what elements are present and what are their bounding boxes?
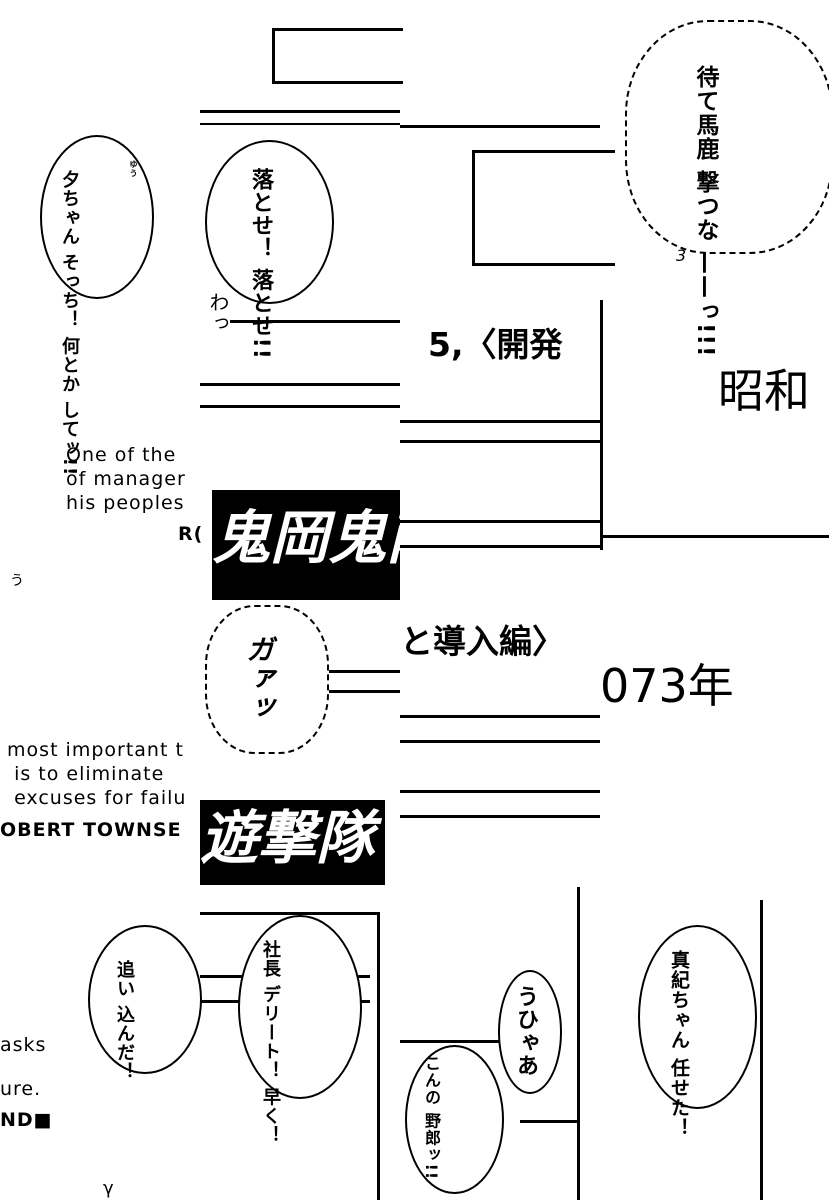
quote-line: ure. (0, 1078, 42, 1100)
panel-line (200, 383, 400, 386)
quote-end: ND■ (0, 1109, 53, 1131)
chapter-title-part-a: 5,〈開発 (428, 325, 563, 364)
panel-line (400, 520, 600, 523)
panel-line (300, 670, 400, 673)
era-label-part-b: 073年 (600, 659, 734, 713)
panel-line (600, 535, 829, 538)
speech-bubble (638, 925, 757, 1109)
panel-line (200, 110, 400, 113)
panel-line (230, 320, 400, 323)
panel-line (200, 405, 400, 408)
quote-author: R( (178, 523, 204, 545)
speech-text-yuu-chan: 夕ちゃん そっち！ 何とか してッ!! (59, 170, 80, 477)
panel-line (400, 815, 600, 818)
speech-text-maki: 真紀ちゃん 任せた！ (668, 950, 690, 1138)
panel-line (400, 740, 600, 743)
panel-line (400, 440, 600, 443)
quote-line: is to eliminate (0, 763, 165, 785)
panel-line (400, 545, 600, 548)
panel-line (377, 912, 380, 1200)
panel-line (200, 123, 400, 125)
panel-line (520, 1120, 580, 1123)
quote-line: of manager (66, 468, 186, 490)
panel-line (600, 300, 603, 550)
panel-line (400, 715, 600, 718)
speech-bubble (238, 915, 362, 1099)
speech-bubble (88, 925, 202, 1074)
panel-line (400, 420, 600, 423)
panel-line (760, 900, 763, 1200)
panel-line (577, 887, 580, 1200)
series-logo-part-a: 鬼岡鬼丙ヶ (212, 490, 400, 600)
panel-line (400, 1040, 500, 1043)
panel-frame (272, 28, 403, 84)
sound-effect-gamma: γ (103, 1178, 114, 1199)
quote-author: OBERT TOWNSE (0, 819, 182, 841)
speech-bubble (40, 135, 154, 299)
speech-text-matte: 待て馬鹿 撃つな ——っ!!! (692, 65, 718, 358)
chapter-title-part-b: と導入編〉 (400, 622, 565, 661)
furigana: ゆう (129, 160, 138, 178)
panel-line (300, 690, 400, 693)
speech-text-oikonda: 追い 込んだ！ (114, 960, 135, 1082)
shout-burst (625, 20, 829, 254)
page-number: 3 (676, 246, 687, 265)
speech-text-otose: 落とせ！ 落とせ!! (248, 168, 273, 360)
quote-line: One of the (66, 444, 177, 466)
quote-line: excuses for failu (0, 787, 187, 809)
quote-line: his peoples (66, 492, 185, 514)
sound-effect-u: う (10, 573, 24, 589)
quote-line: most important t (0, 739, 184, 761)
speech-text-shachou: 社長 デリート！ 早く！ (260, 940, 281, 1145)
panel-line (400, 790, 600, 793)
shout-burst (205, 605, 329, 754)
sound-effect-wa: わっ (206, 292, 230, 334)
sound-effect-gaa: ガァッ (242, 635, 275, 722)
series-logo-part-b: 遊撃隊 (200, 800, 385, 885)
panel-frame (472, 150, 615, 266)
speech-bubble (405, 1045, 504, 1194)
era-label-part-a: 昭和 (718, 364, 810, 418)
panel-line (200, 912, 380, 915)
speech-bubble (205, 140, 334, 304)
speech-text-uhyaa: うひゃあ (513, 985, 538, 1077)
speech-bubble (498, 970, 562, 1094)
speech-text-konno: こんの 野郎ッ!! (422, 1055, 441, 1181)
quote-line: asks (0, 1034, 47, 1056)
panel-line (400, 125, 600, 128)
